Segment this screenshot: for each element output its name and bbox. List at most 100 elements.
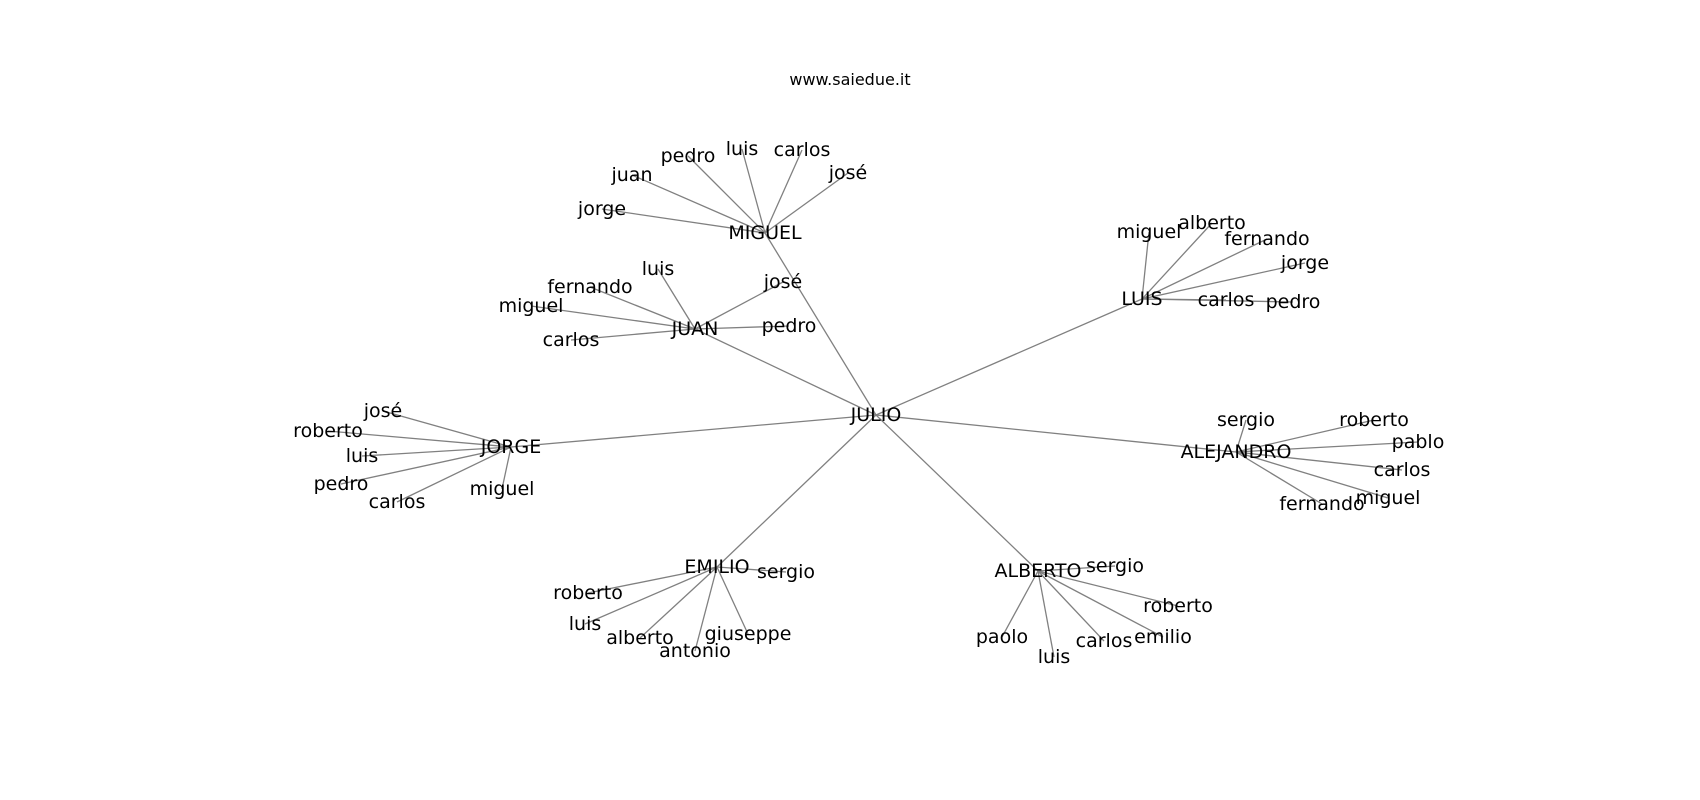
node-label-luis-carlos: carlos <box>1198 289 1255 311</box>
edge-julio-juan <box>694 328 877 416</box>
edge-julio-alejandro <box>875 414 1237 453</box>
node-label-juan-pedro: pedro <box>762 315 817 337</box>
node-label-alejandro-carlos: carlos <box>1374 459 1431 481</box>
node-label-juan-luis: luis <box>642 258 675 280</box>
node-label-luis-fernando: fernando <box>1224 228 1309 250</box>
node-label-alejandro: ALEJANDRO <box>1181 441 1292 463</box>
edge-alejandro-fernando <box>1235 451 1323 505</box>
node-label-alberto-luis: luis <box>1038 646 1071 668</box>
node-label-jorge: JORGE <box>480 436 542 458</box>
edge-emilio-antonio <box>694 566 718 652</box>
node-label-alejandro-miguel: miguel <box>1356 487 1421 509</box>
edge-julio-emilio <box>716 414 877 568</box>
edge-alberto-roberto <box>1037 570 1179 607</box>
edge-juan-luis <box>657 268 696 330</box>
node-label-emilio-giuseppe: giuseppe <box>705 623 792 645</box>
edge-jorge-carlos <box>396 446 512 503</box>
node-label-alejandro-sergio: sergio <box>1217 409 1275 431</box>
edge-miguel-jose <box>764 172 849 234</box>
node-label-miguel-juan: juan <box>610 164 652 186</box>
edge-emilio-giuseppe <box>716 566 749 635</box>
node-label-miguel-carlos: carlos <box>774 139 831 161</box>
node-label-alberto-sergio: sergio <box>1086 555 1144 577</box>
edge-julio-luis <box>875 298 1143 416</box>
page-title: www.saiedue.it <box>789 70 911 89</box>
edge-alejandro-sergio <box>1235 419 1247 453</box>
edge-miguel-jorge <box>601 208 766 234</box>
edge-luis-miguel <box>1141 231 1150 300</box>
edge-jorge-pedro <box>340 446 512 485</box>
node-label-luis-alberto: alberto <box>1178 212 1246 234</box>
node-label-juan-jose: josé <box>763 271 803 293</box>
node-label-alberto-carlos: carlos <box>1076 630 1133 652</box>
node-label-emilio-alberto: alberto <box>606 627 674 649</box>
edge-alberto-sergio <box>1037 565 1116 572</box>
node-label-alberto: ALBERTO <box>994 560 1081 582</box>
edges-layer <box>327 148 1419 658</box>
edge-luis-pedro <box>1141 298 1294 303</box>
node-label-juan-carlos: carlos <box>543 329 600 351</box>
node-label-miguel-pedro: pedro <box>661 145 716 167</box>
edge-emilio-alberto <box>639 566 718 639</box>
node-label-miguel-luis: luis <box>726 138 759 160</box>
node-label-juan: JUAN <box>671 318 719 340</box>
edge-jorge-luis <box>361 446 512 457</box>
node-label-jorge-miguel: miguel <box>470 478 535 500</box>
edge-julio-alberto <box>875 414 1039 572</box>
node-label-juan-miguel: miguel <box>499 295 564 317</box>
edge-alberto-paolo <box>1001 570 1039 638</box>
node-label-emilio-antonio: antonio <box>659 640 731 662</box>
edge-jorge-jose <box>382 410 512 448</box>
edge-juan-carlos <box>570 328 696 341</box>
edge-alberto-luis <box>1037 570 1055 658</box>
edge-alejandro-carlos <box>1235 451 1403 471</box>
edge-miguel-pedro <box>687 155 766 234</box>
node-label-emilio-sergio: sergio <box>757 561 815 583</box>
node-label-miguel-jorge: jorge <box>577 198 626 220</box>
edge-emilio-sergio <box>716 566 787 573</box>
node-label-jorge-carlos: carlos <box>369 491 426 513</box>
edge-juan-pedro <box>694 325 790 330</box>
node-label-alberto-roberto: roberto <box>1143 595 1213 617</box>
node-label-jorge-roberto: roberto <box>293 420 363 442</box>
edge-alejandro-miguel <box>1235 451 1389 499</box>
edge-miguel-luis <box>741 148 766 234</box>
edge-jorge-miguel <box>501 446 512 490</box>
node-label-jorge-pedro: pedro <box>314 473 369 495</box>
node-label-emilio: EMILIO <box>684 556 749 578</box>
edge-luis-alberto <box>1141 222 1213 300</box>
node-label-luis-miguel: miguel <box>1117 221 1182 243</box>
edge-juan-fernando <box>589 286 696 330</box>
edge-julio-miguel <box>764 232 877 416</box>
node-label-miguel-jose: josé <box>828 162 868 184</box>
edge-juan-jose <box>694 281 784 330</box>
edge-alejandro-pablo <box>1235 441 1419 453</box>
node-label-alejandro-pablo: pablo <box>1392 431 1445 453</box>
node-label-luis: LUIS <box>1121 288 1162 310</box>
node-label-jorge-luis: luis <box>346 445 379 467</box>
edge-julio-jorge <box>510 414 877 448</box>
node-label-alberto-paolo: paolo <box>976 626 1028 648</box>
edge-alberto-carlos <box>1037 570 1105 642</box>
node-label-emilio-luis: luis <box>569 613 602 635</box>
node-label-jorge-jose: josé <box>363 400 403 422</box>
edge-emilio-luis <box>584 566 718 625</box>
edge-jorge-roberto <box>327 430 512 448</box>
node-label-juan-fernando: fernando <box>547 276 632 298</box>
edge-luis-fernando <box>1141 238 1268 300</box>
node-label-emilio-roberto: roberto <box>553 582 623 604</box>
node-label-alberto-emilio: emilio <box>1134 626 1192 648</box>
node-label-luis-pedro: pedro <box>1266 291 1321 313</box>
edge-alberto-emilio <box>1037 570 1164 638</box>
node-label-luis-jorge: jorge <box>1280 252 1329 274</box>
edge-juan-miguel <box>530 305 696 330</box>
node-label-julio: JULIO <box>850 404 902 426</box>
node-label-alejandro-roberto: roberto <box>1339 409 1409 431</box>
edge-alejandro-roberto <box>1235 419 1375 453</box>
edge-miguel-carlos <box>764 149 803 234</box>
node-label-alejandro-fernando: fernando <box>1279 493 1364 515</box>
edge-emilio-roberto <box>587 566 718 594</box>
node-label-miguel: MIGUEL <box>728 222 802 244</box>
